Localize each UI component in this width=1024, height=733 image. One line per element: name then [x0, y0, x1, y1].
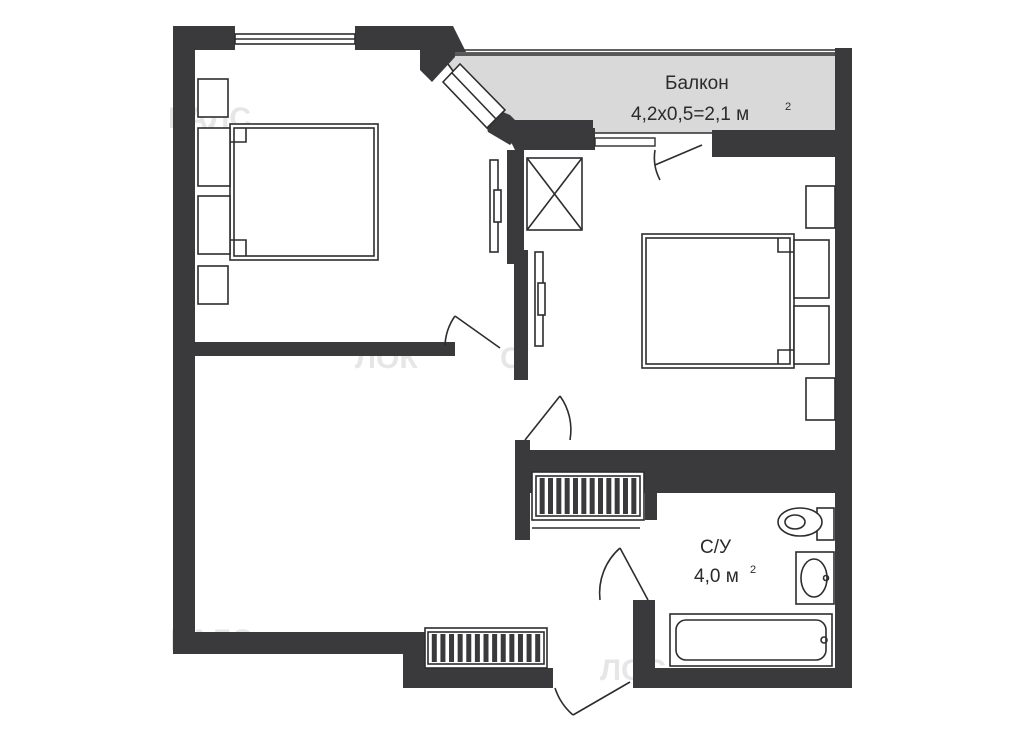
entrance-door: [554, 681, 631, 716]
nightstand-icon: [197, 78, 229, 305]
radiator-fin: [623, 478, 628, 514]
radiator-fin: [517, 634, 523, 662]
radiator-fin: [564, 478, 570, 514]
door: [444, 315, 501, 349]
door: [598, 547, 649, 601]
radiator-fin: [556, 478, 562, 514]
radiator-fin: [492, 634, 498, 662]
balcony-area-label: 4,2х0,5=2,1 м: [631, 104, 749, 125]
wardrobe-right: [534, 251, 546, 347]
radiator-fin: [500, 634, 506, 662]
radiator-fin: [606, 478, 612, 514]
bathroom-area-label: 4,0 м: [694, 566, 739, 587]
ventilation-shaft: [526, 157, 583, 231]
radiator-fin: [526, 634, 532, 662]
sink-icon: [795, 551, 835, 605]
bathroom: С/У 4,0 м 2: [694, 537, 756, 587]
balcony: Балкон 4,2х0,5=2,1 м 2: [438, 49, 842, 134]
balcony-label: Балкон: [665, 73, 729, 94]
toilet-icon: [777, 507, 835, 541]
radiator-fin: [483, 634, 489, 662]
bathroom-area-unit-sup: 2: [750, 564, 756, 576]
radiator: [427, 631, 545, 665]
radiator-fin: [589, 478, 595, 514]
radiator-fin: [431, 634, 437, 662]
wardrobe-left: [489, 159, 502, 253]
radiator-fin: [573, 478, 578, 514]
radiator-fin: [457, 634, 463, 662]
door: [524, 395, 572, 441]
radiator-fin: [539, 478, 545, 514]
radiator-fin: [466, 634, 472, 662]
radiator-fin: [548, 478, 553, 514]
bathroom-label: С/У: [700, 537, 732, 558]
radiator-fin: [509, 634, 515, 662]
radiator-fin: [535, 634, 541, 662]
bed-left: [197, 123, 379, 261]
radiator-fin: [440, 634, 446, 662]
radiator-fin: [474, 634, 480, 662]
door: [653, 144, 703, 181]
radiator-fin: [449, 634, 455, 662]
radiator: [531, 471, 645, 529]
balcony-area-unit-sup: 2: [785, 101, 791, 113]
bathtub-icon: [669, 613, 833, 667]
nightstand-icon: [805, 185, 836, 421]
radiator-fin: [598, 478, 603, 514]
walls: [173, 26, 852, 688]
radiator-fin: [631, 478, 637, 514]
bed-right: [641, 233, 830, 369]
radiator-fin: [614, 478, 620, 514]
radiator-fin: [581, 478, 587, 514]
